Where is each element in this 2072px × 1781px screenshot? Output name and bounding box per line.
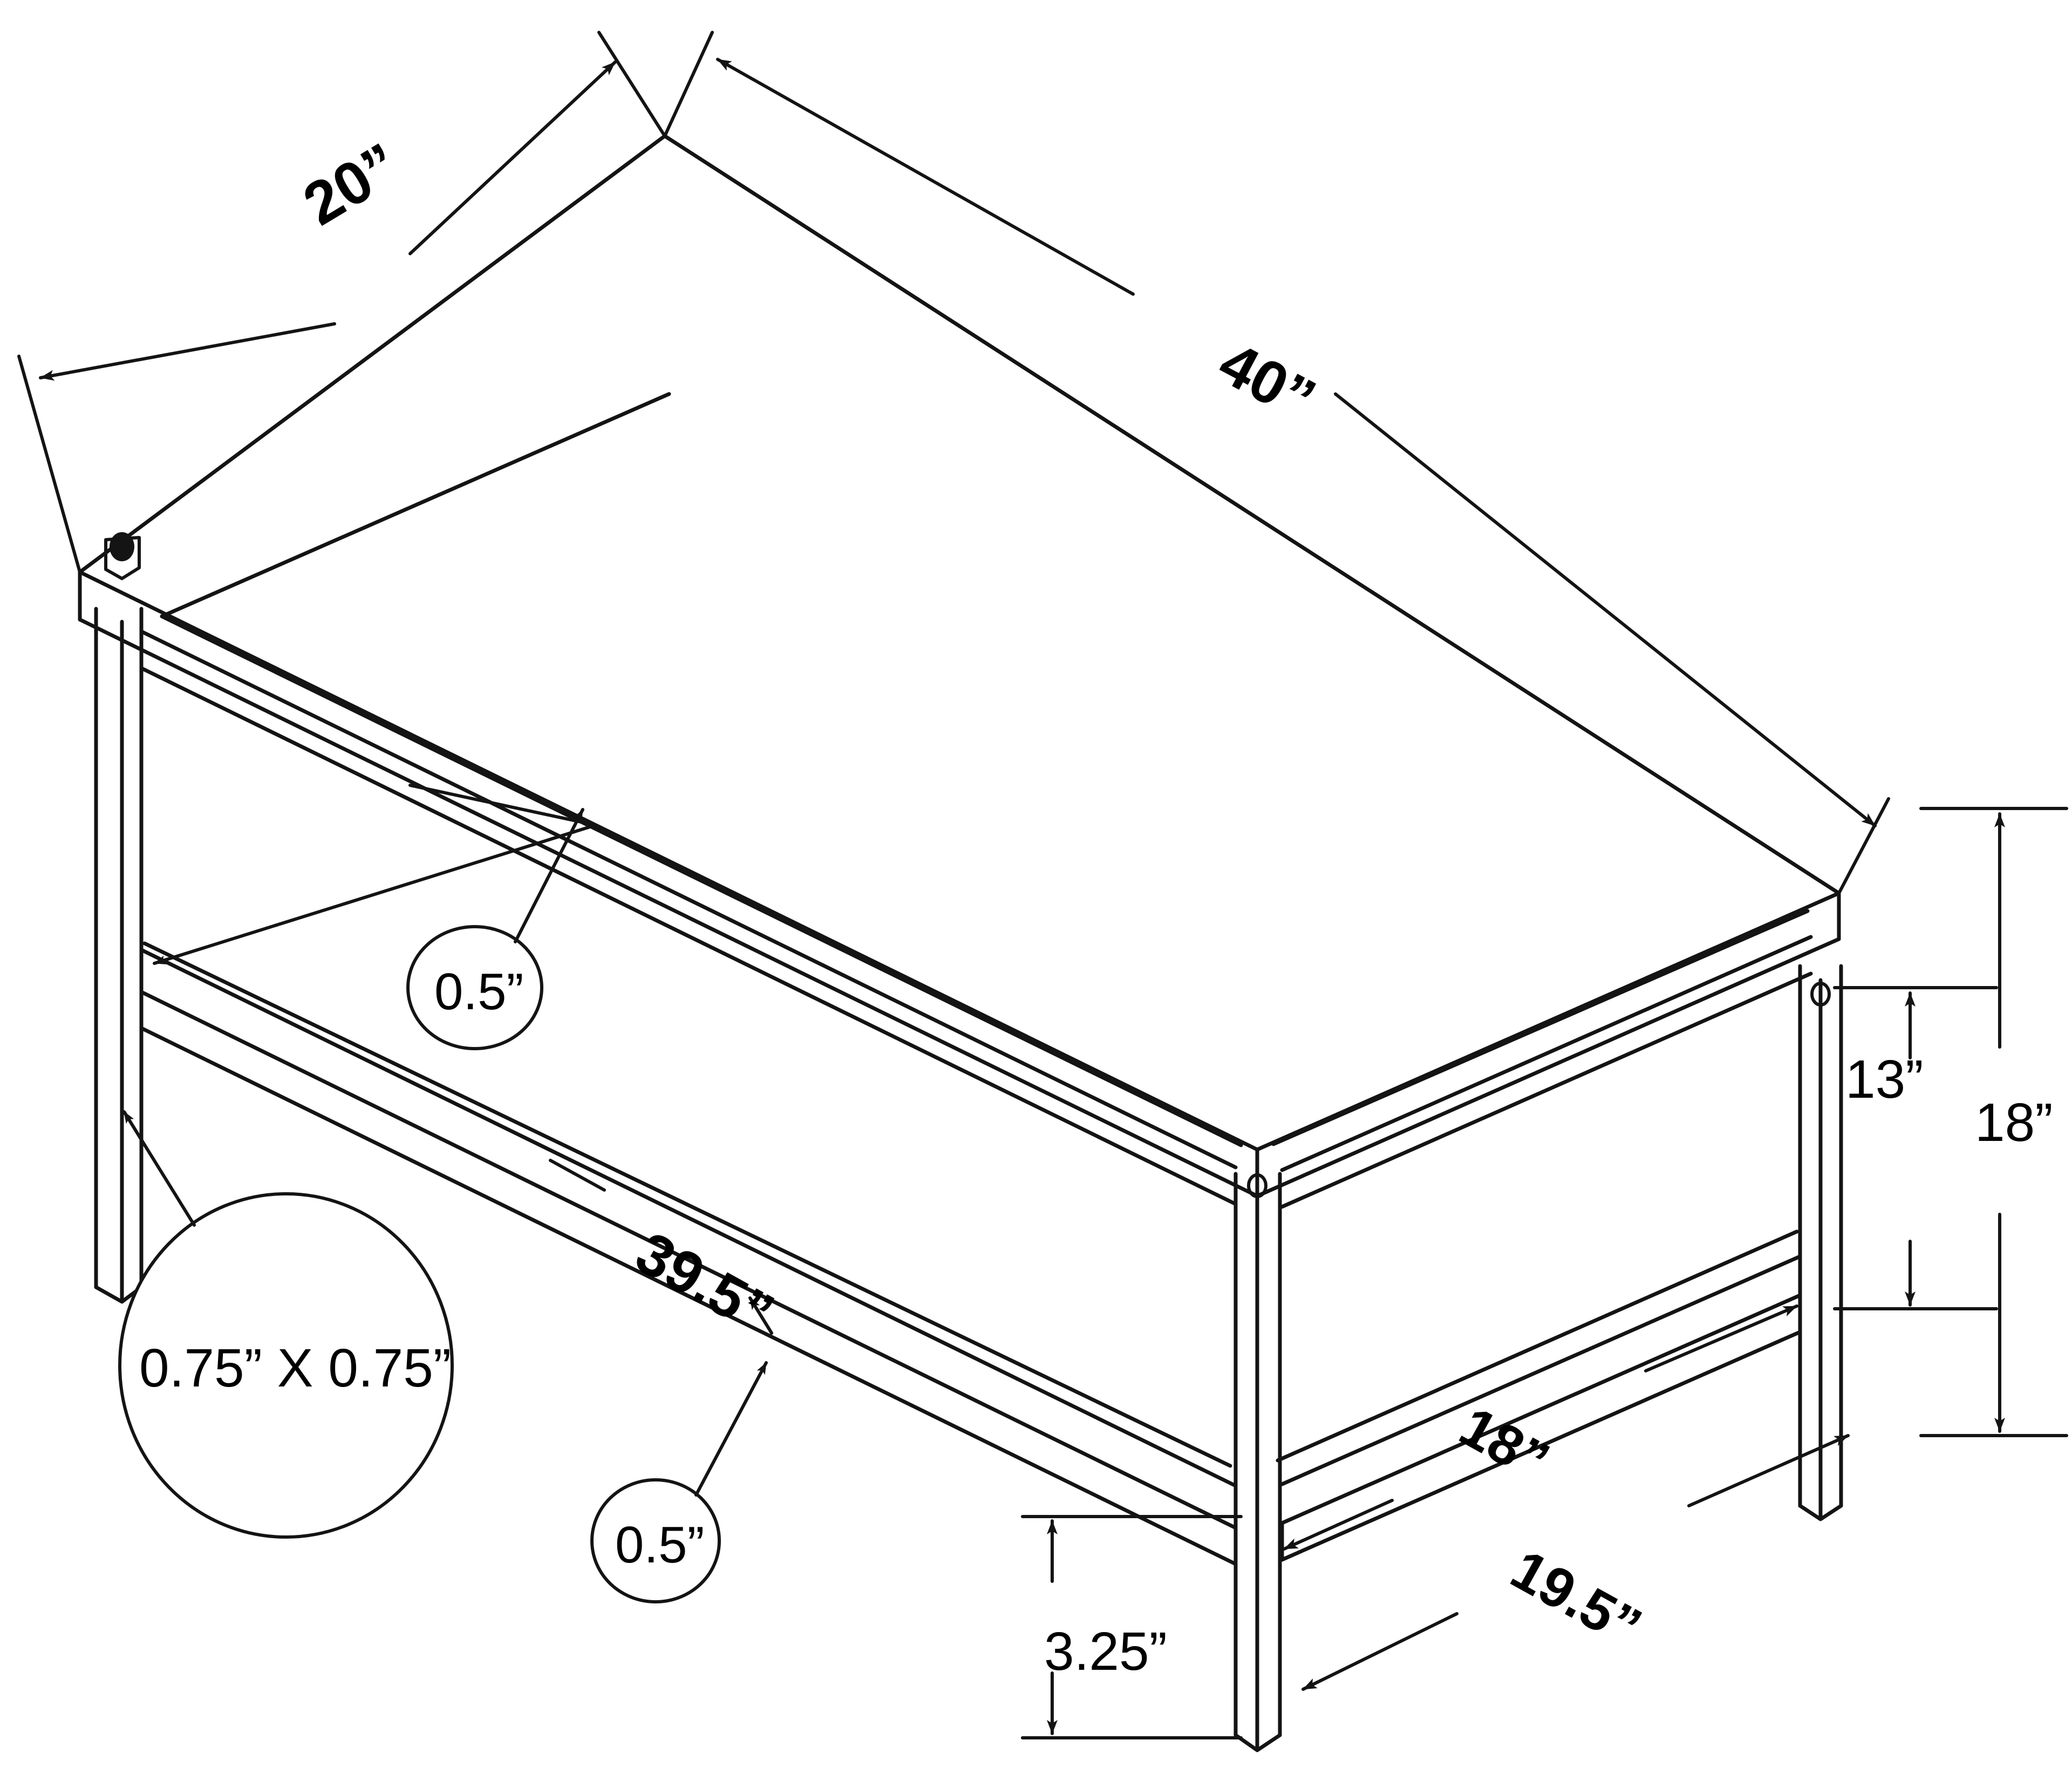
dimension-shelf-depth — [1283, 1304, 1798, 1551]
dimension-width-top — [663, 31, 1890, 895]
dimension-label-upper-rail: 0.5” — [434, 963, 524, 1021]
dimension-label-overall-height: 18” — [1975, 1092, 2053, 1153]
dimension-label-lower-rail: 0.5” — [615, 1516, 705, 1574]
callout-upper-rail — [406, 808, 584, 1050]
dimension-frame-depth — [1301, 1434, 1850, 1691]
screw-hole-front-leg — [1247, 1173, 1267, 1198]
screw-hole-left-leg — [104, 532, 141, 580]
dimension-shelf-length — [549, 1159, 773, 1335]
lower-shelf-left — [120, 941, 1238, 1566]
dimension-depth-top — [17, 31, 666, 574]
frame-back-rails — [160, 392, 671, 618]
dimension-label-shelf-height: 13” — [1845, 1049, 1924, 1110]
dimension-leg-below-shelf — [1021, 1515, 1243, 1739]
callout-leg-profile — [118, 1110, 454, 1539]
dimension-overall-height — [1919, 807, 2068, 1437]
lower-shelf-right — [1276, 1229, 1802, 1562]
table-top — [78, 134, 1841, 1198]
apron-rail-right-front — [1271, 909, 1813, 1209]
dimension-label-leg-profile: 0.75” X 0.75” — [139, 1338, 452, 1398]
leg-front-center — [1233, 1172, 1282, 1752]
apron-rail-left-front — [139, 614, 1243, 1206]
dimension-label-leg-below-shelf: 3.25” — [1044, 1621, 1167, 1682]
leg-left-rear — [94, 607, 144, 1304]
leg-right-front — [1798, 964, 1843, 1521]
screw-hole-right-leg — [1810, 982, 1831, 1007]
dimension-shelf-height — [1833, 986, 1998, 1310]
leader-upper-rail-left — [153, 784, 595, 965]
callout-lower-rail — [590, 1361, 768, 1603]
